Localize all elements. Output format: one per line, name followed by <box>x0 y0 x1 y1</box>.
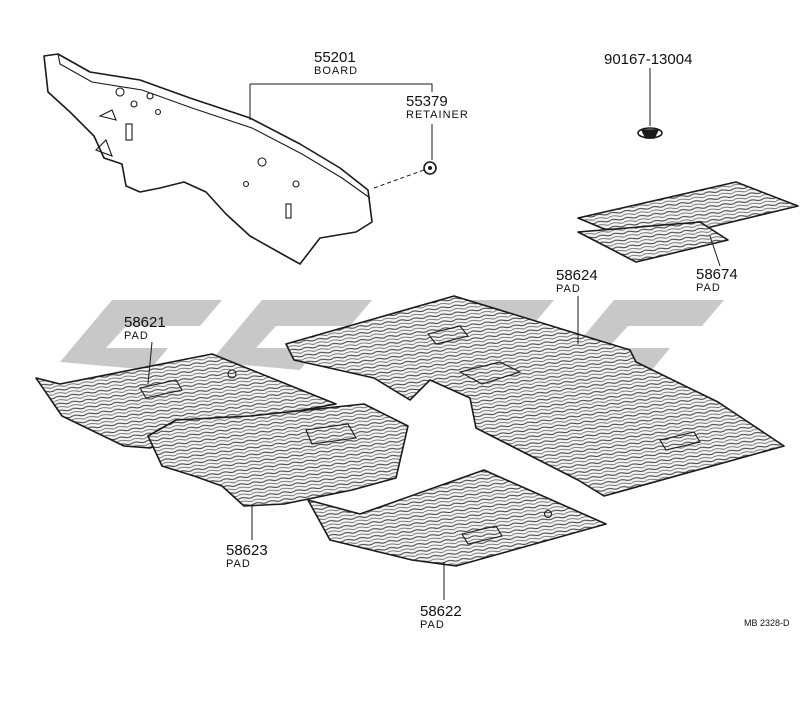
part-number-55201: 55201 <box>314 49 356 66</box>
part-number-58624: 58624 <box>556 267 598 284</box>
leader-55201-bracket <box>250 83 433 92</box>
leader-58674 <box>709 235 721 267</box>
diagram-code: MB 2328-D <box>744 618 790 628</box>
part-name-58623: PAD <box>226 558 251 570</box>
part-number-58623: 58623 <box>226 542 268 559</box>
part-number-58674: 58674 <box>696 266 738 283</box>
part-number-58622: 58622 <box>420 603 462 620</box>
pad-58623-drawing <box>147 403 409 507</box>
part-name-58624: PAD <box>556 283 581 295</box>
pad-58674-drawing <box>577 181 799 263</box>
board-55201-drawing <box>43 53 373 265</box>
retainer-55379-drawing <box>373 161 437 189</box>
part-number-55379: 55379 <box>406 93 448 110</box>
leader-58621 <box>147 341 153 385</box>
part-name-58621: PAD <box>124 330 149 342</box>
part-name-55379: RETAINER <box>406 109 469 121</box>
part-name-58622: PAD <box>420 619 445 631</box>
pad-58624-drawing <box>285 295 785 497</box>
part-name-58674: PAD <box>696 282 721 294</box>
pad-58622-drawing <box>307 469 607 567</box>
part-name-55201: BOARD <box>314 65 358 77</box>
part-number-58621: 58621 <box>124 314 166 331</box>
clip-90167-drawing <box>637 127 663 139</box>
part-labels: 55201 BOARD 55379 RETAINER 90167-13004 5… <box>124 49 790 631</box>
leader-lines <box>147 68 721 600</box>
part-number-90167: 90167-13004 <box>604 51 692 68</box>
